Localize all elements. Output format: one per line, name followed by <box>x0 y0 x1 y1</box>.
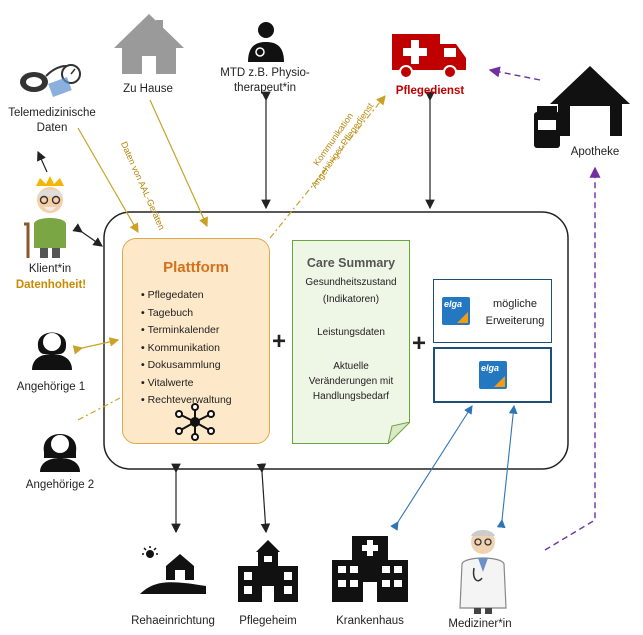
platform-item: Pflegedaten <box>141 287 232 305</box>
platform-item: Rechteverwaltung <box>141 392 232 410</box>
nursing-home-icon <box>238 540 298 602</box>
platform-title: Plattform <box>163 259 229 276</box>
arrow-komm <box>269 95 386 239</box>
elga-logo-text: elga <box>444 299 463 309</box>
elga-box: elga <box>433 347 552 403</box>
platform-box: Plattform Pflegedaten Tagebuch Terminkal… <box>122 238 270 444</box>
relative2-icon <box>40 434 80 472</box>
platform-item: Vitalwerte <box>141 375 232 393</box>
network-hub-icon <box>175 403 215 441</box>
care-summary-box: Care Summary Gesundheitszustand (Indikat… <box>292 240 410 444</box>
label-klient: Klient*in <box>28 263 72 275</box>
label-angehoerige1: Angehörige 1 <box>16 381 86 393</box>
plus-sign-1: + <box>272 328 287 355</box>
arrow-pflegeheim <box>256 463 271 534</box>
elga-extension-box: elga mögliche Erweiterung <box>433 279 552 343</box>
relative1-icon <box>32 332 72 370</box>
label-mediziner: Mediziner*in <box>448 618 512 630</box>
arrow-aal <box>149 99 208 228</box>
plus-sign-2: + <box>412 330 427 357</box>
elga-ext-line2: Erweiterung <box>485 315 545 327</box>
elga-ext-line1: mögliche <box>492 298 538 310</box>
platform-item: Kommunikation <box>141 340 232 358</box>
label-telemed: Telemedizinische Daten <box>2 106 102 136</box>
pharmacy-icon <box>534 66 630 148</box>
physician-icon <box>459 530 507 614</box>
label-telemed-line2: Daten <box>36 122 68 134</box>
label-krankenhaus: Krankenhaus <box>336 615 404 627</box>
elga-logo-text: elga <box>481 363 500 373</box>
care-line-2: (Indikatoren) <box>322 294 380 305</box>
arrow-mediziner-elga <box>496 404 518 529</box>
label-zu-hause: Zu Hause <box>123 83 173 95</box>
ambulance-icon <box>392 34 466 79</box>
label-angehoerige2: Angehörige 2 <box>25 479 95 491</box>
label-mtd: MTD z.B. Physio- therapeut*in <box>200 66 330 96</box>
care-line-1: Gesundheitszustand <box>305 277 397 288</box>
arrow-telemed-platform <box>77 127 139 234</box>
label-mtd-line1: MTD z.B. Physio- <box>220 67 310 79</box>
label-datenhoheit: Datenhoheit! <box>15 279 87 291</box>
rehab-facility-icon <box>140 546 206 594</box>
platform-item: Tagebuch <box>141 305 232 323</box>
label-telemed-line1: Telemedizinische <box>8 107 96 119</box>
elga-logo-icon: elga <box>479 361 507 389</box>
label-apotheke: Apotheke <box>570 146 620 158</box>
blood-pressure-icon <box>20 64 81 97</box>
label-pflegedienst: Pflegedienst <box>395 85 465 97</box>
care-summary-title: Care Summary <box>306 256 396 270</box>
hospital-icon <box>332 536 408 602</box>
label-mtd-line2: therapeut*in <box>233 82 297 94</box>
arrow-angehoerige2 <box>77 397 121 421</box>
arrow-apotheke-pflegedienst <box>488 66 541 81</box>
platform-item: Dokusammlung <box>141 357 232 375</box>
arrow-angehoerige1 <box>72 337 120 355</box>
label-pflegeheim: Pflegeheim <box>239 615 297 627</box>
platform-feature-list: Pflegedaten Tagebuch Terminkalender Komm… <box>141 287 232 410</box>
elderly-client-icon <box>24 176 66 258</box>
label-reha: Reha­einrichtung <box>131 615 215 627</box>
arrow-klient <box>72 223 103 247</box>
therapist-icon <box>248 22 284 62</box>
page-fold-icon <box>388 422 410 444</box>
arrow-krankenhaus-elga <box>390 405 473 531</box>
care-line-5: Veränderungen mit <box>308 376 394 387</box>
platform-item: Terminkalender <box>141 322 232 340</box>
care-line-3: Leistungsdaten <box>317 327 385 338</box>
care-line-4: Aktuelle <box>333 361 369 372</box>
arrow-telemed <box>37 150 48 173</box>
arrow-mediziner-apotheke <box>544 166 601 551</box>
house-icon <box>114 14 184 74</box>
care-line-6: Handlungsbedarf <box>312 391 390 402</box>
elga-logo-icon: elga <box>442 297 470 325</box>
